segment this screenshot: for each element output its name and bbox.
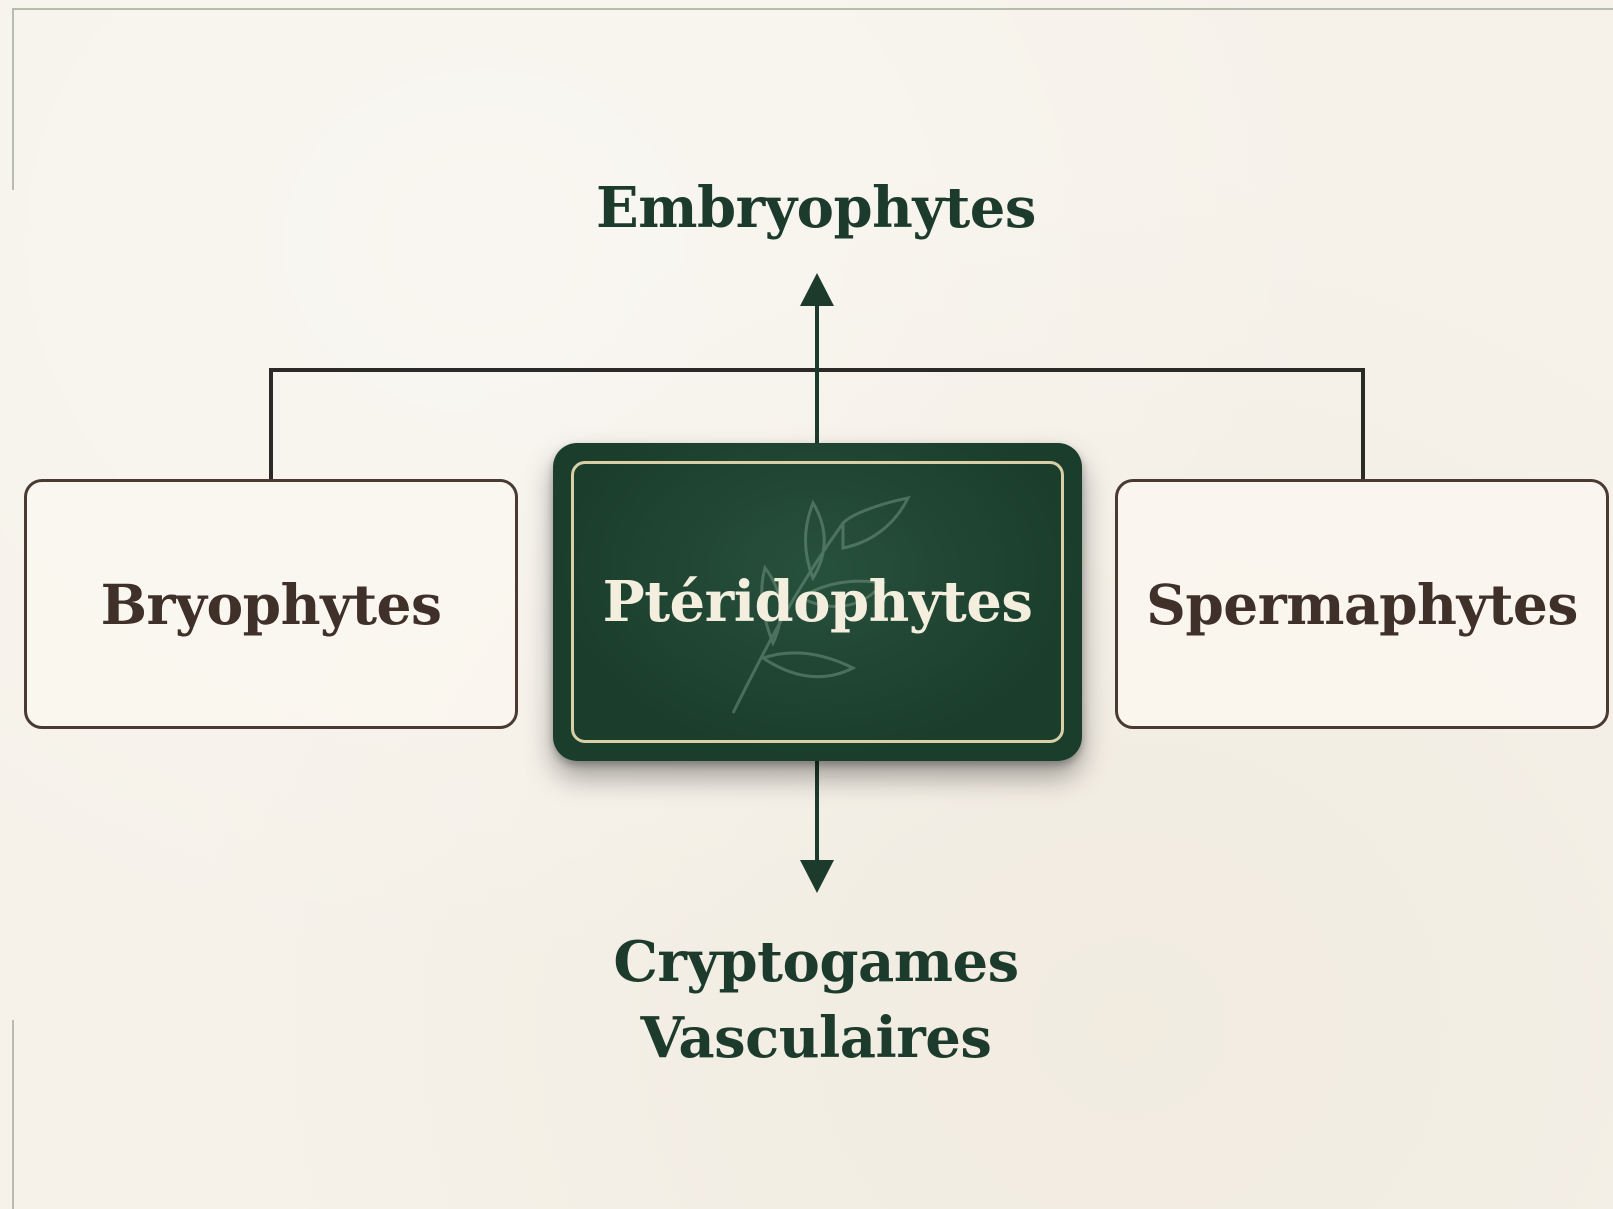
child-label-line-2: Vasculaires bbox=[640, 1005, 992, 1071]
group-label-bryophytes: Bryophytes bbox=[100, 571, 442, 637]
group-box-spermaphytes: Spermaphytes bbox=[1115, 479, 1609, 729]
arrow-down-head-icon bbox=[800, 860, 834, 893]
frame-border-left-upper bbox=[12, 8, 14, 190]
group-label-spermaphytes: Spermaphytes bbox=[1146, 571, 1578, 637]
group-box-pteridophytes: Ptéridophytes bbox=[553, 443, 1082, 761]
frame-border-left-lower bbox=[12, 1020, 14, 1209]
child-label-line-1: Cryptogames bbox=[613, 929, 1019, 995]
group-box-bryophytes: Bryophytes bbox=[24, 479, 518, 729]
parent-label: Embryophytes bbox=[596, 175, 1036, 241]
leaf-sprig-icon bbox=[731, 495, 911, 714]
frame-border-top bbox=[12, 8, 1613, 10]
inner-gold-border bbox=[571, 461, 1064, 743]
child-label: Cryptogames Vasculaires bbox=[496, 924, 1136, 1076]
arrow-up-head-icon bbox=[800, 273, 834, 306]
group-label-pteridophytes: Ptéridophytes bbox=[602, 569, 1033, 635]
